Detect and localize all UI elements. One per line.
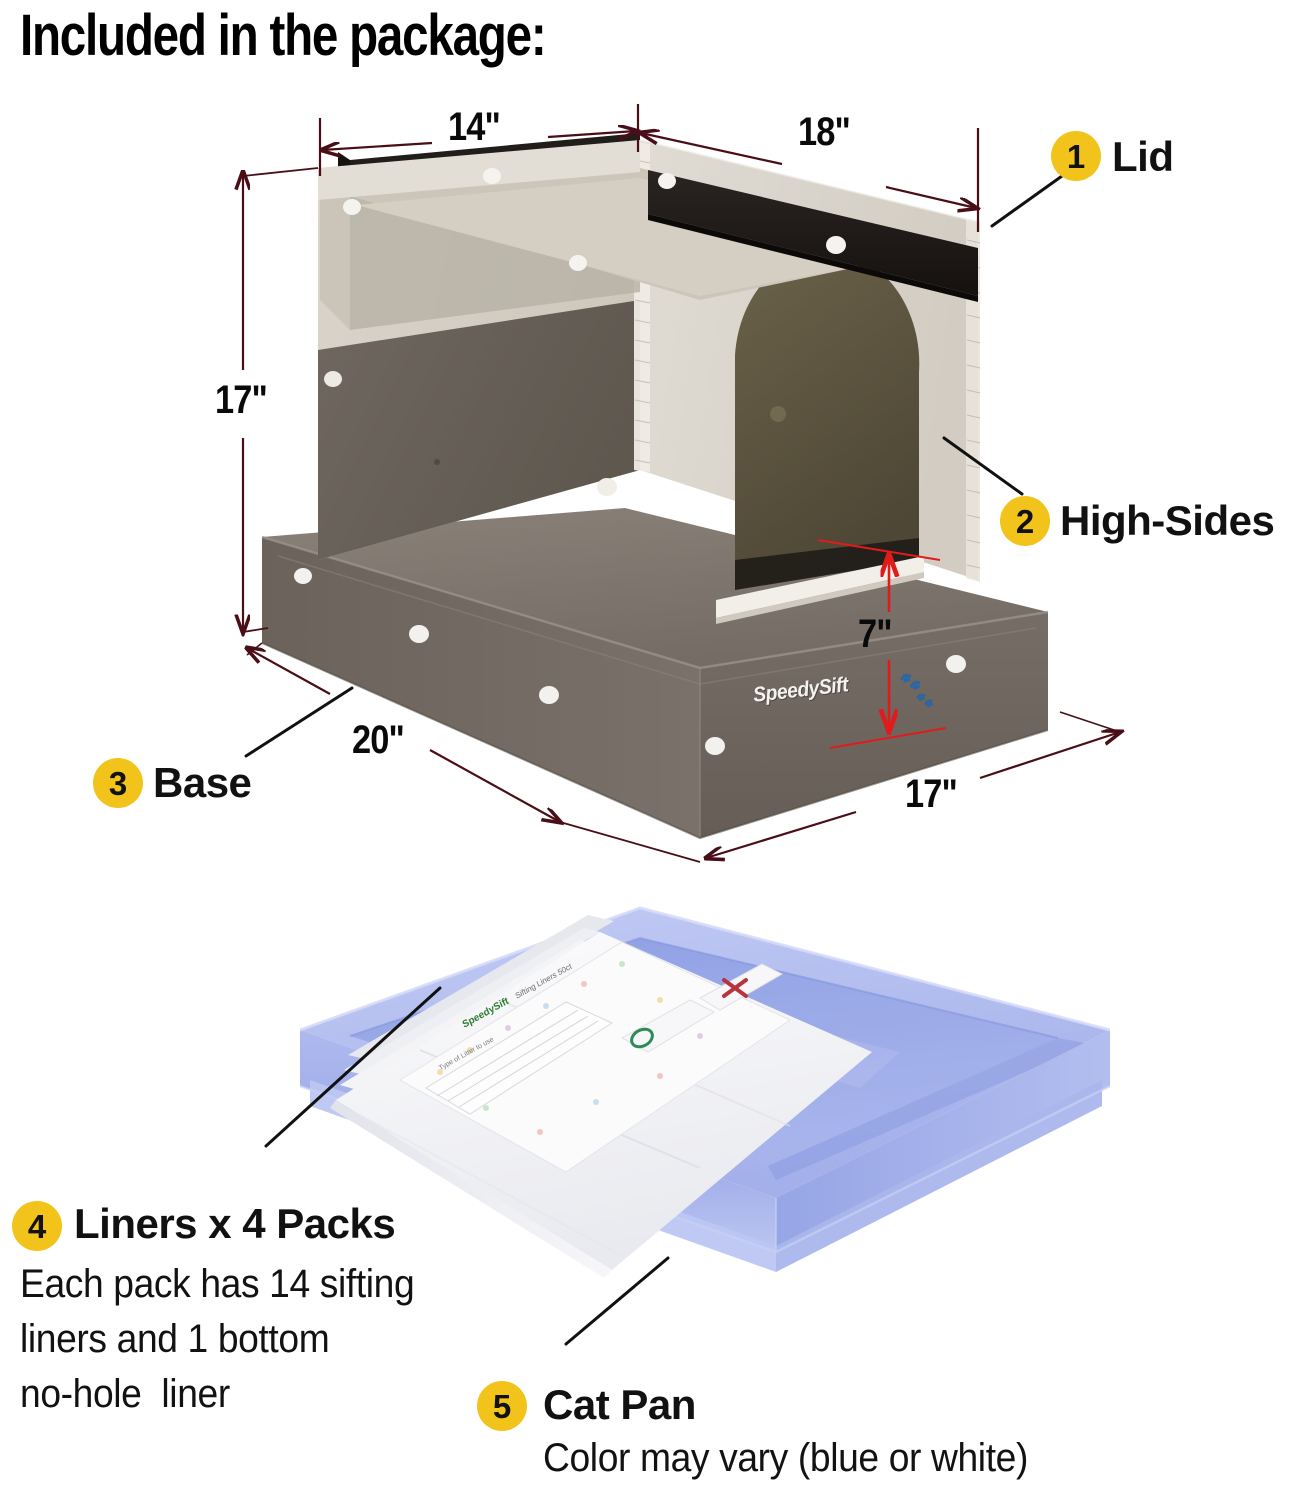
dimension-label-18in: 18" bbox=[798, 110, 851, 154]
callout-badge-3[interactable]: 3 bbox=[93, 758, 143, 808]
litter-box-illustration: SpeedySift 🐾 🐾 bbox=[261, 133, 1049, 840]
dimension-label-20in: 20" bbox=[352, 718, 405, 762]
callout-badge-1[interactable]: 1 bbox=[1051, 131, 1101, 181]
callout-badge-4[interactable]: 4 bbox=[12, 1201, 62, 1251]
callout-label-base: Base bbox=[153, 759, 252, 806]
dimension-label-17in-height: 17" bbox=[215, 378, 268, 422]
callout-sub-liners-line2: liners and 1 bottom bbox=[20, 1317, 330, 1361]
dimension-label-14in: 14" bbox=[448, 105, 501, 149]
paw-print-icon-2: 🐾 bbox=[915, 691, 935, 709]
callout-sub-liners-line3: no-hole liner bbox=[20, 1372, 230, 1416]
callout-badge-5[interactable]: 5 bbox=[477, 1381, 527, 1431]
callout-sub-cat-pan: Color may vary (blue or white) bbox=[543, 1436, 1028, 1480]
callout-label-cat-pan: Cat Pan bbox=[543, 1381, 696, 1428]
page-title: Included in the package: bbox=[20, 3, 547, 68]
callout-badge-2[interactable]: 2 bbox=[1000, 496, 1050, 546]
dimension-label-7in: 7" bbox=[858, 612, 893, 656]
paw-print-icon: 🐾 bbox=[899, 670, 923, 693]
callout-sub-liners-line1: Each pack has 14 sifting bbox=[20, 1262, 415, 1306]
dimension-label-17in-width: 17" bbox=[905, 772, 958, 816]
callout-label-lid: Lid bbox=[1112, 133, 1174, 180]
callout-label-liners: Liners x 4 Packs bbox=[74, 1200, 396, 1247]
litter-box-svg bbox=[261, 133, 1049, 840]
callout-label-high-sides: High-Sides bbox=[1060, 497, 1275, 544]
